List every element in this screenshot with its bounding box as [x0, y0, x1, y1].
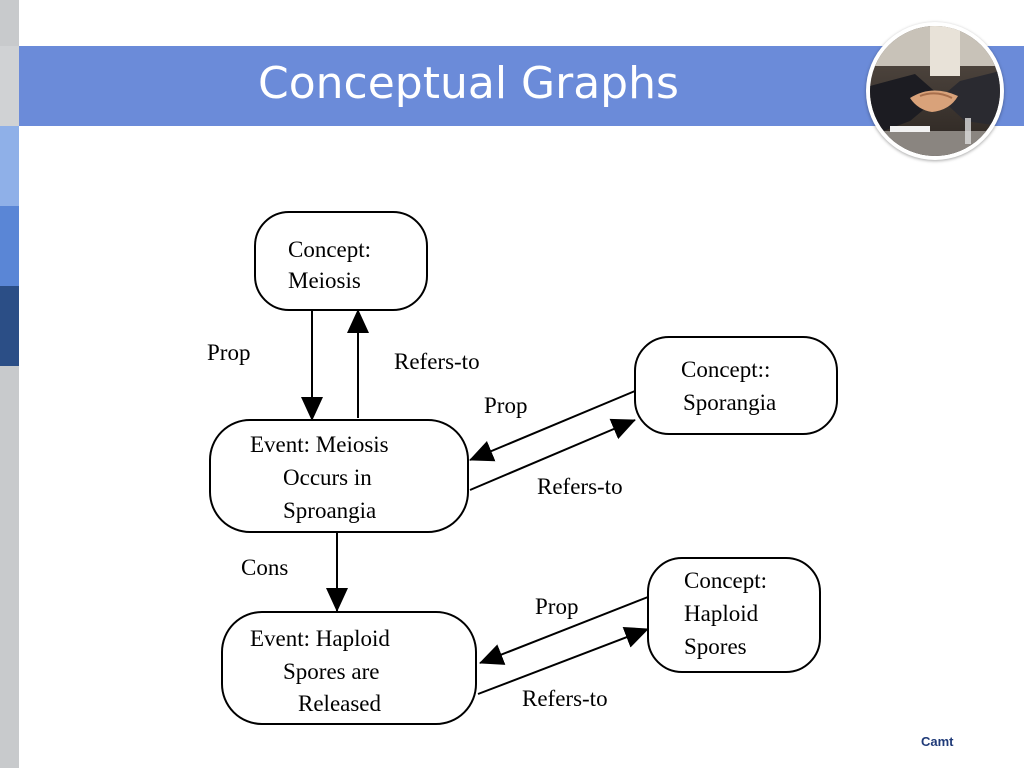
footer-logo-text: Camt: [921, 734, 954, 749]
node-concept-meiosis-line-2: Meiosis: [288, 268, 361, 293]
node-event-meiosis-line-2: Occurs in: [283, 465, 372, 490]
edge-haploid-refers-arrow: [477, 626, 649, 695]
edge-label-meiosis-prop: Prop: [207, 340, 250, 365]
side-segment-1: [0, 46, 19, 126]
edge-label-meiosis-refers: Refers-to: [394, 349, 480, 374]
node-event-haploid: Event: Haploid Spores are Released: [221, 611, 477, 725]
node-concept-sporangia-line-1: Concept::: [681, 357, 770, 382]
handshake-photo: [866, 22, 1004, 160]
edge-label-sporangia-refers: Refers-to: [537, 474, 623, 499]
node-concept-haploid-line-2: Haploid: [684, 601, 759, 626]
node-event-meiosis-line-1: Event: Meiosis: [250, 432, 389, 457]
node-concept-haploid-line-1: Concept:: [684, 568, 767, 593]
handshake-photo-icon: [870, 26, 1000, 156]
edge-sporangia-prop-arrow: [469, 390, 636, 462]
node-concept-haploid-spores: Concept: Haploid Spores: [647, 557, 821, 673]
header-band: [19, 46, 1024, 126]
node-concept-sporangia: Concept:: Sporangia: [634, 336, 838, 435]
edge-sporangia-refers-arrow: [469, 418, 636, 491]
side-segment-4: [0, 286, 19, 366]
side-segment-3: [0, 206, 19, 286]
node-concept-meiosis-line-1: Concept:: [288, 237, 371, 262]
node-concept-meiosis: Concept: Meiosis: [254, 211, 428, 311]
slide-title: Conceptual Graphs: [258, 58, 679, 109]
side-decoration-bar: [0, 0, 19, 768]
node-event-haploid-line-1: Event: Haploid: [250, 626, 390, 651]
node-event-haploid-line-3: Released: [298, 691, 382, 716]
node-concept-sporangia-line-2: Sporangia: [683, 390, 776, 415]
node-concept-haploid-line-3: Spores: [684, 634, 747, 659]
node-event-meiosis-line-3: Sproangia: [283, 498, 376, 523]
edge-label-cons: Cons: [241, 555, 288, 580]
edge-label-haploid-refers: Refers-to: [522, 686, 608, 711]
edge-label-sporangia-prop: Prop: [484, 393, 527, 418]
node-event-haploid-line-2: Spores are: [283, 659, 379, 684]
edge-label-haploid-prop: Prop: [535, 594, 578, 619]
edge-haploid-prop-arrow: [479, 596, 649, 665]
side-segment-2: [0, 126, 19, 206]
node-event-meiosis: Event: Meiosis Occurs in Sproangia: [209, 419, 469, 533]
